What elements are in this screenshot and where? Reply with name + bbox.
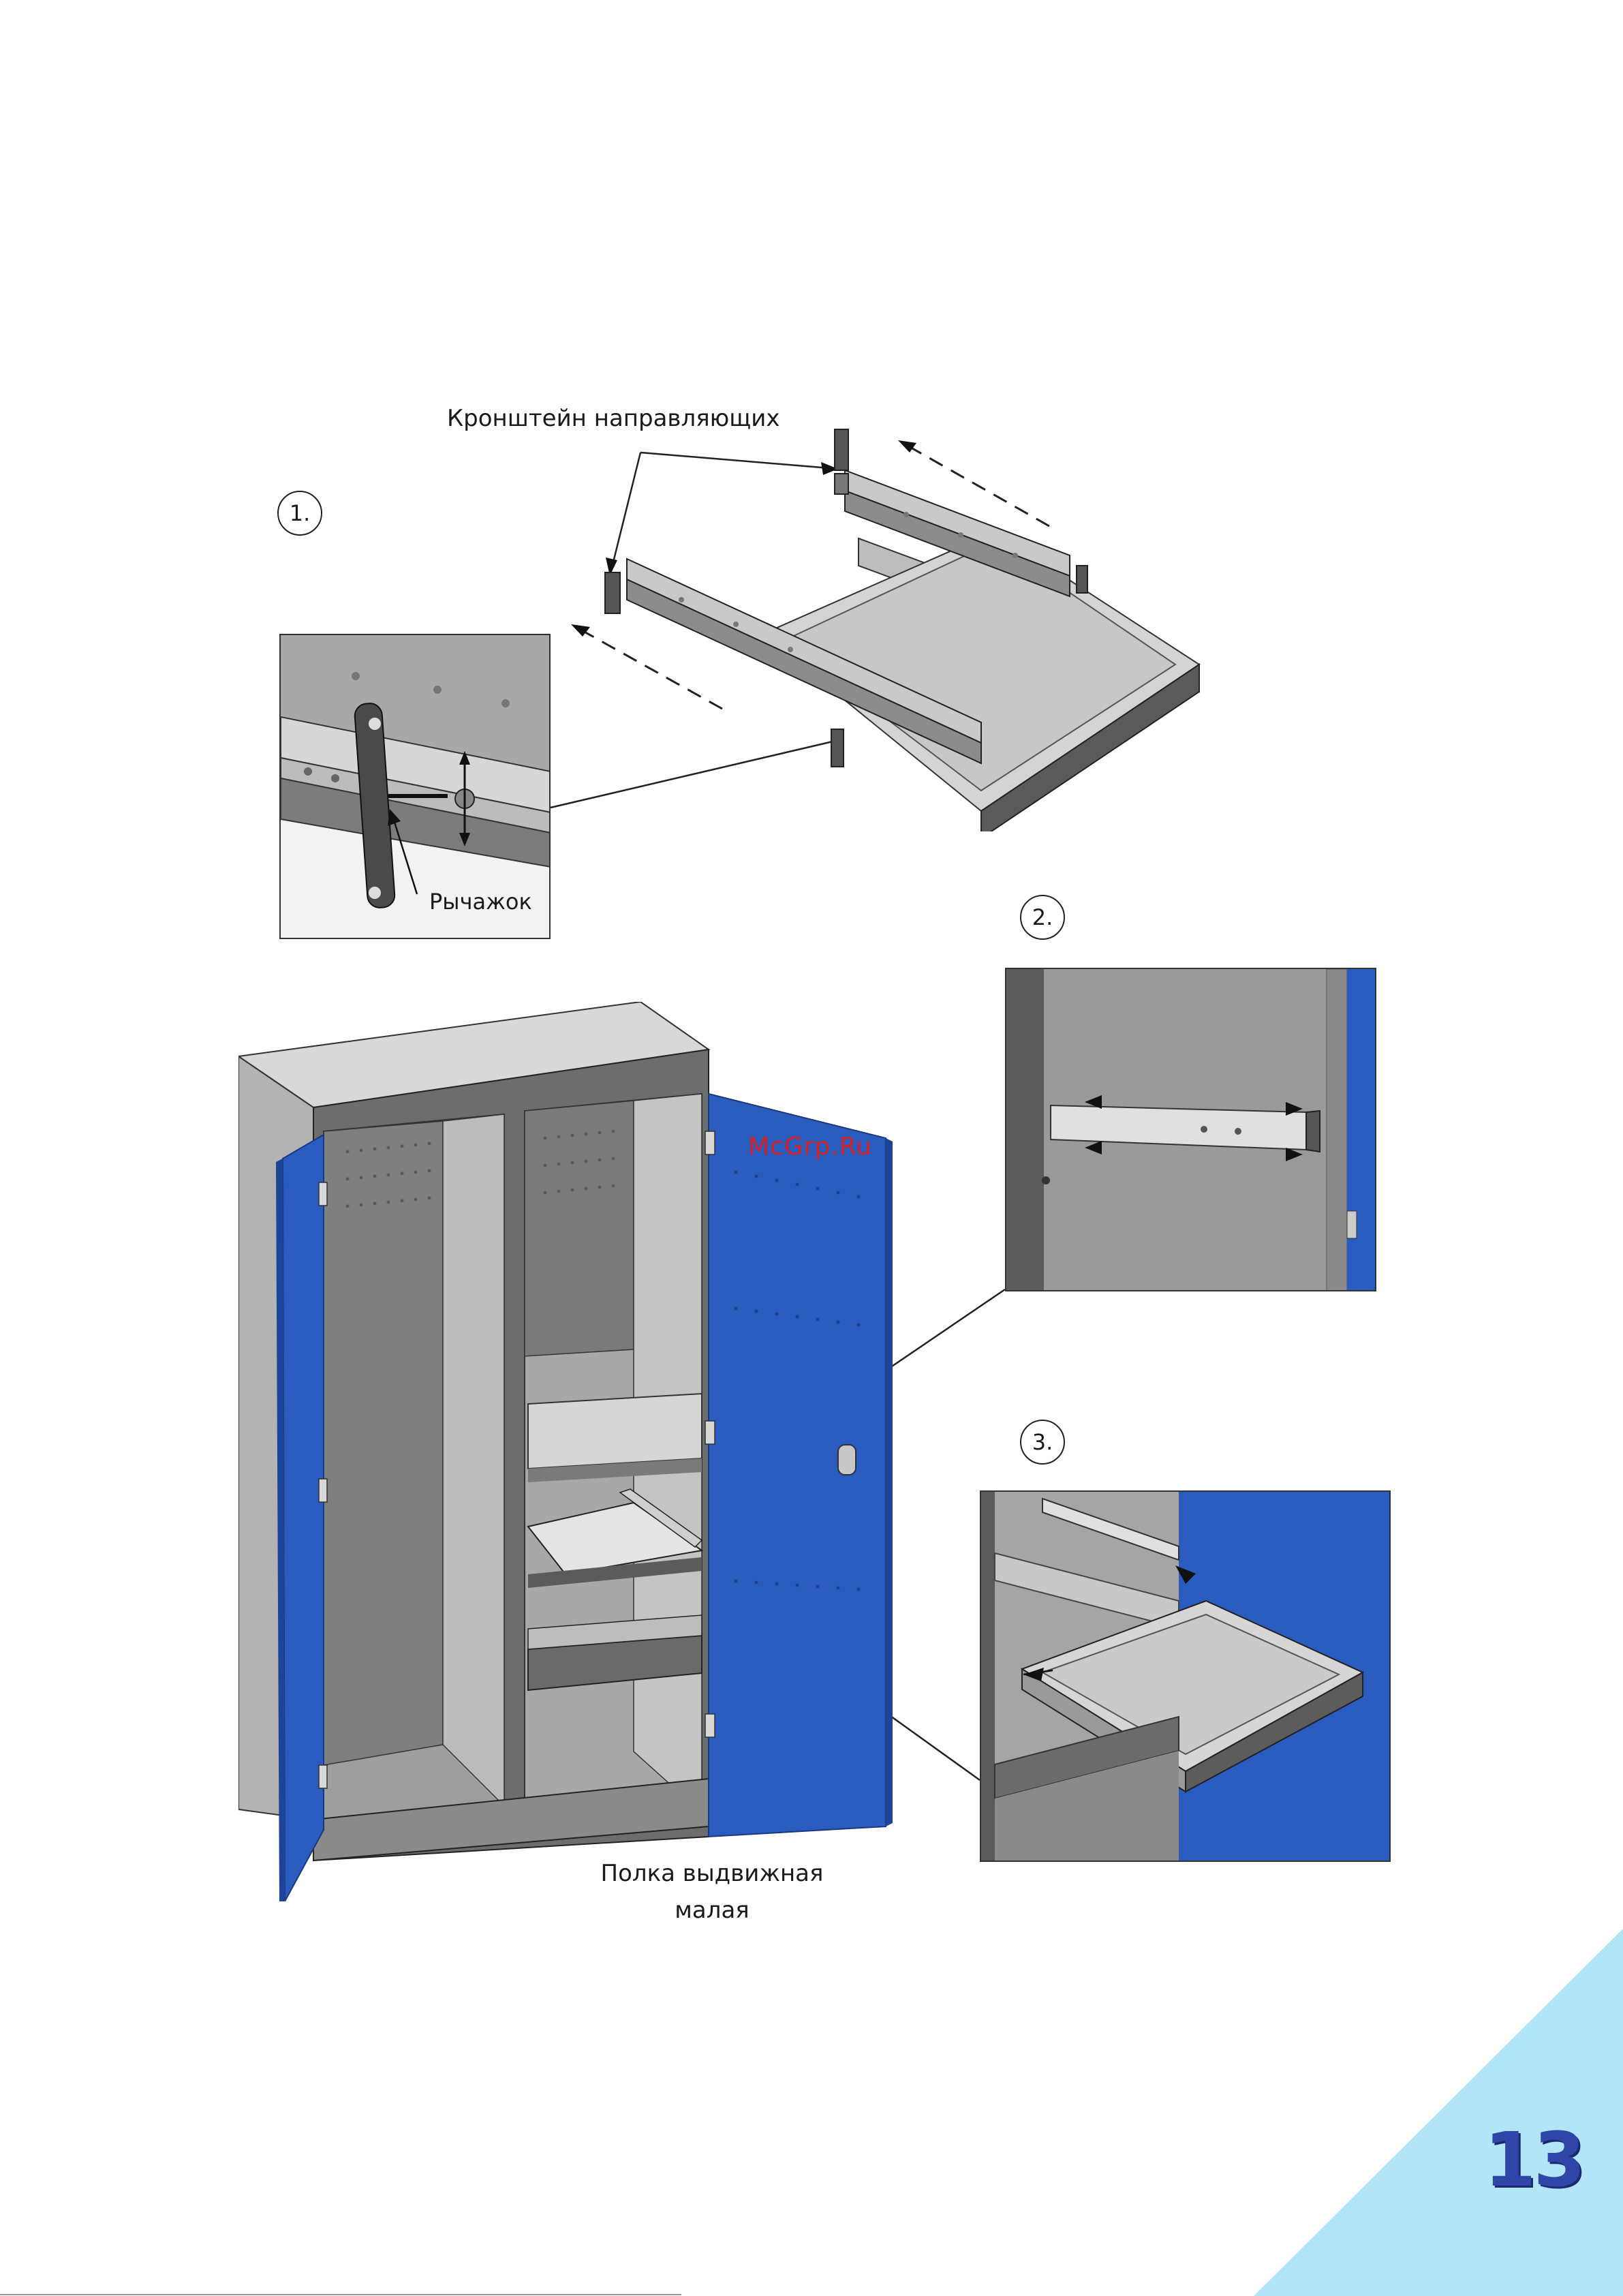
rail-mount-detail-panel (1005, 968, 1376, 1291)
shelf-installed-drawing (981, 1492, 1391, 1862)
step-1-marker: 1. (277, 491, 322, 536)
step-3-label: 3. (1032, 1429, 1053, 1455)
shelf-installed-detail-panel (980, 1490, 1391, 1862)
shelf-label-line1: Полка выдвижная (600, 1855, 824, 1892)
step-2-marker: 2. (1020, 895, 1065, 940)
shelf-label-line2: малая (600, 1892, 824, 1929)
step-3-marker: 3. (1020, 1420, 1065, 1465)
page-number: 13 (1484, 2116, 1583, 2203)
rail-bracket-label: Кронштейн направляющих (447, 405, 780, 432)
lever-label: Рычажок (429, 889, 532, 915)
watermark: McGrp.Ru (748, 1133, 872, 1161)
step-1-label: 1. (290, 500, 311, 526)
shelf-exploded-drawing (600, 423, 1213, 831)
step-2-label: 2. (1032, 904, 1053, 930)
small-pullout-shelf-label: Полка выдвижная малая (600, 1855, 824, 1929)
lever-detail-panel: Рычажок (279, 634, 551, 939)
rail-mount-drawing (1006, 969, 1376, 1291)
